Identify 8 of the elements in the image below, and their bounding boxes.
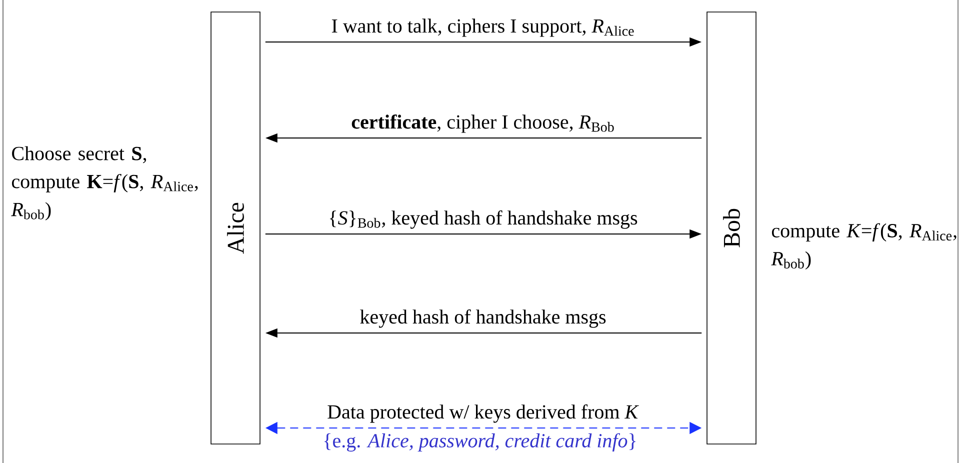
edge-label: {S}$_{Bob}$, keyed hash of handshake msgs: [330, 210, 638, 229]
edge-label: Data protected w/ keys derived from K: [328, 404, 639, 423]
note-text: {e.g. Alice, password, credit card info}: [324, 433, 636, 452]
lifeline-box: Bob: [706, 12, 756, 444]
edge-label: certificate, cipher I choose, R$_{Bob}$: [352, 114, 614, 133]
edge-label: I want to talk, ciphers I support, R$_{Alice}$: [332, 18, 634, 37]
edge-label: keyed hash of handshake msgs: [360, 309, 606, 328]
lifeline-box: Alice: [210, 12, 260, 444]
